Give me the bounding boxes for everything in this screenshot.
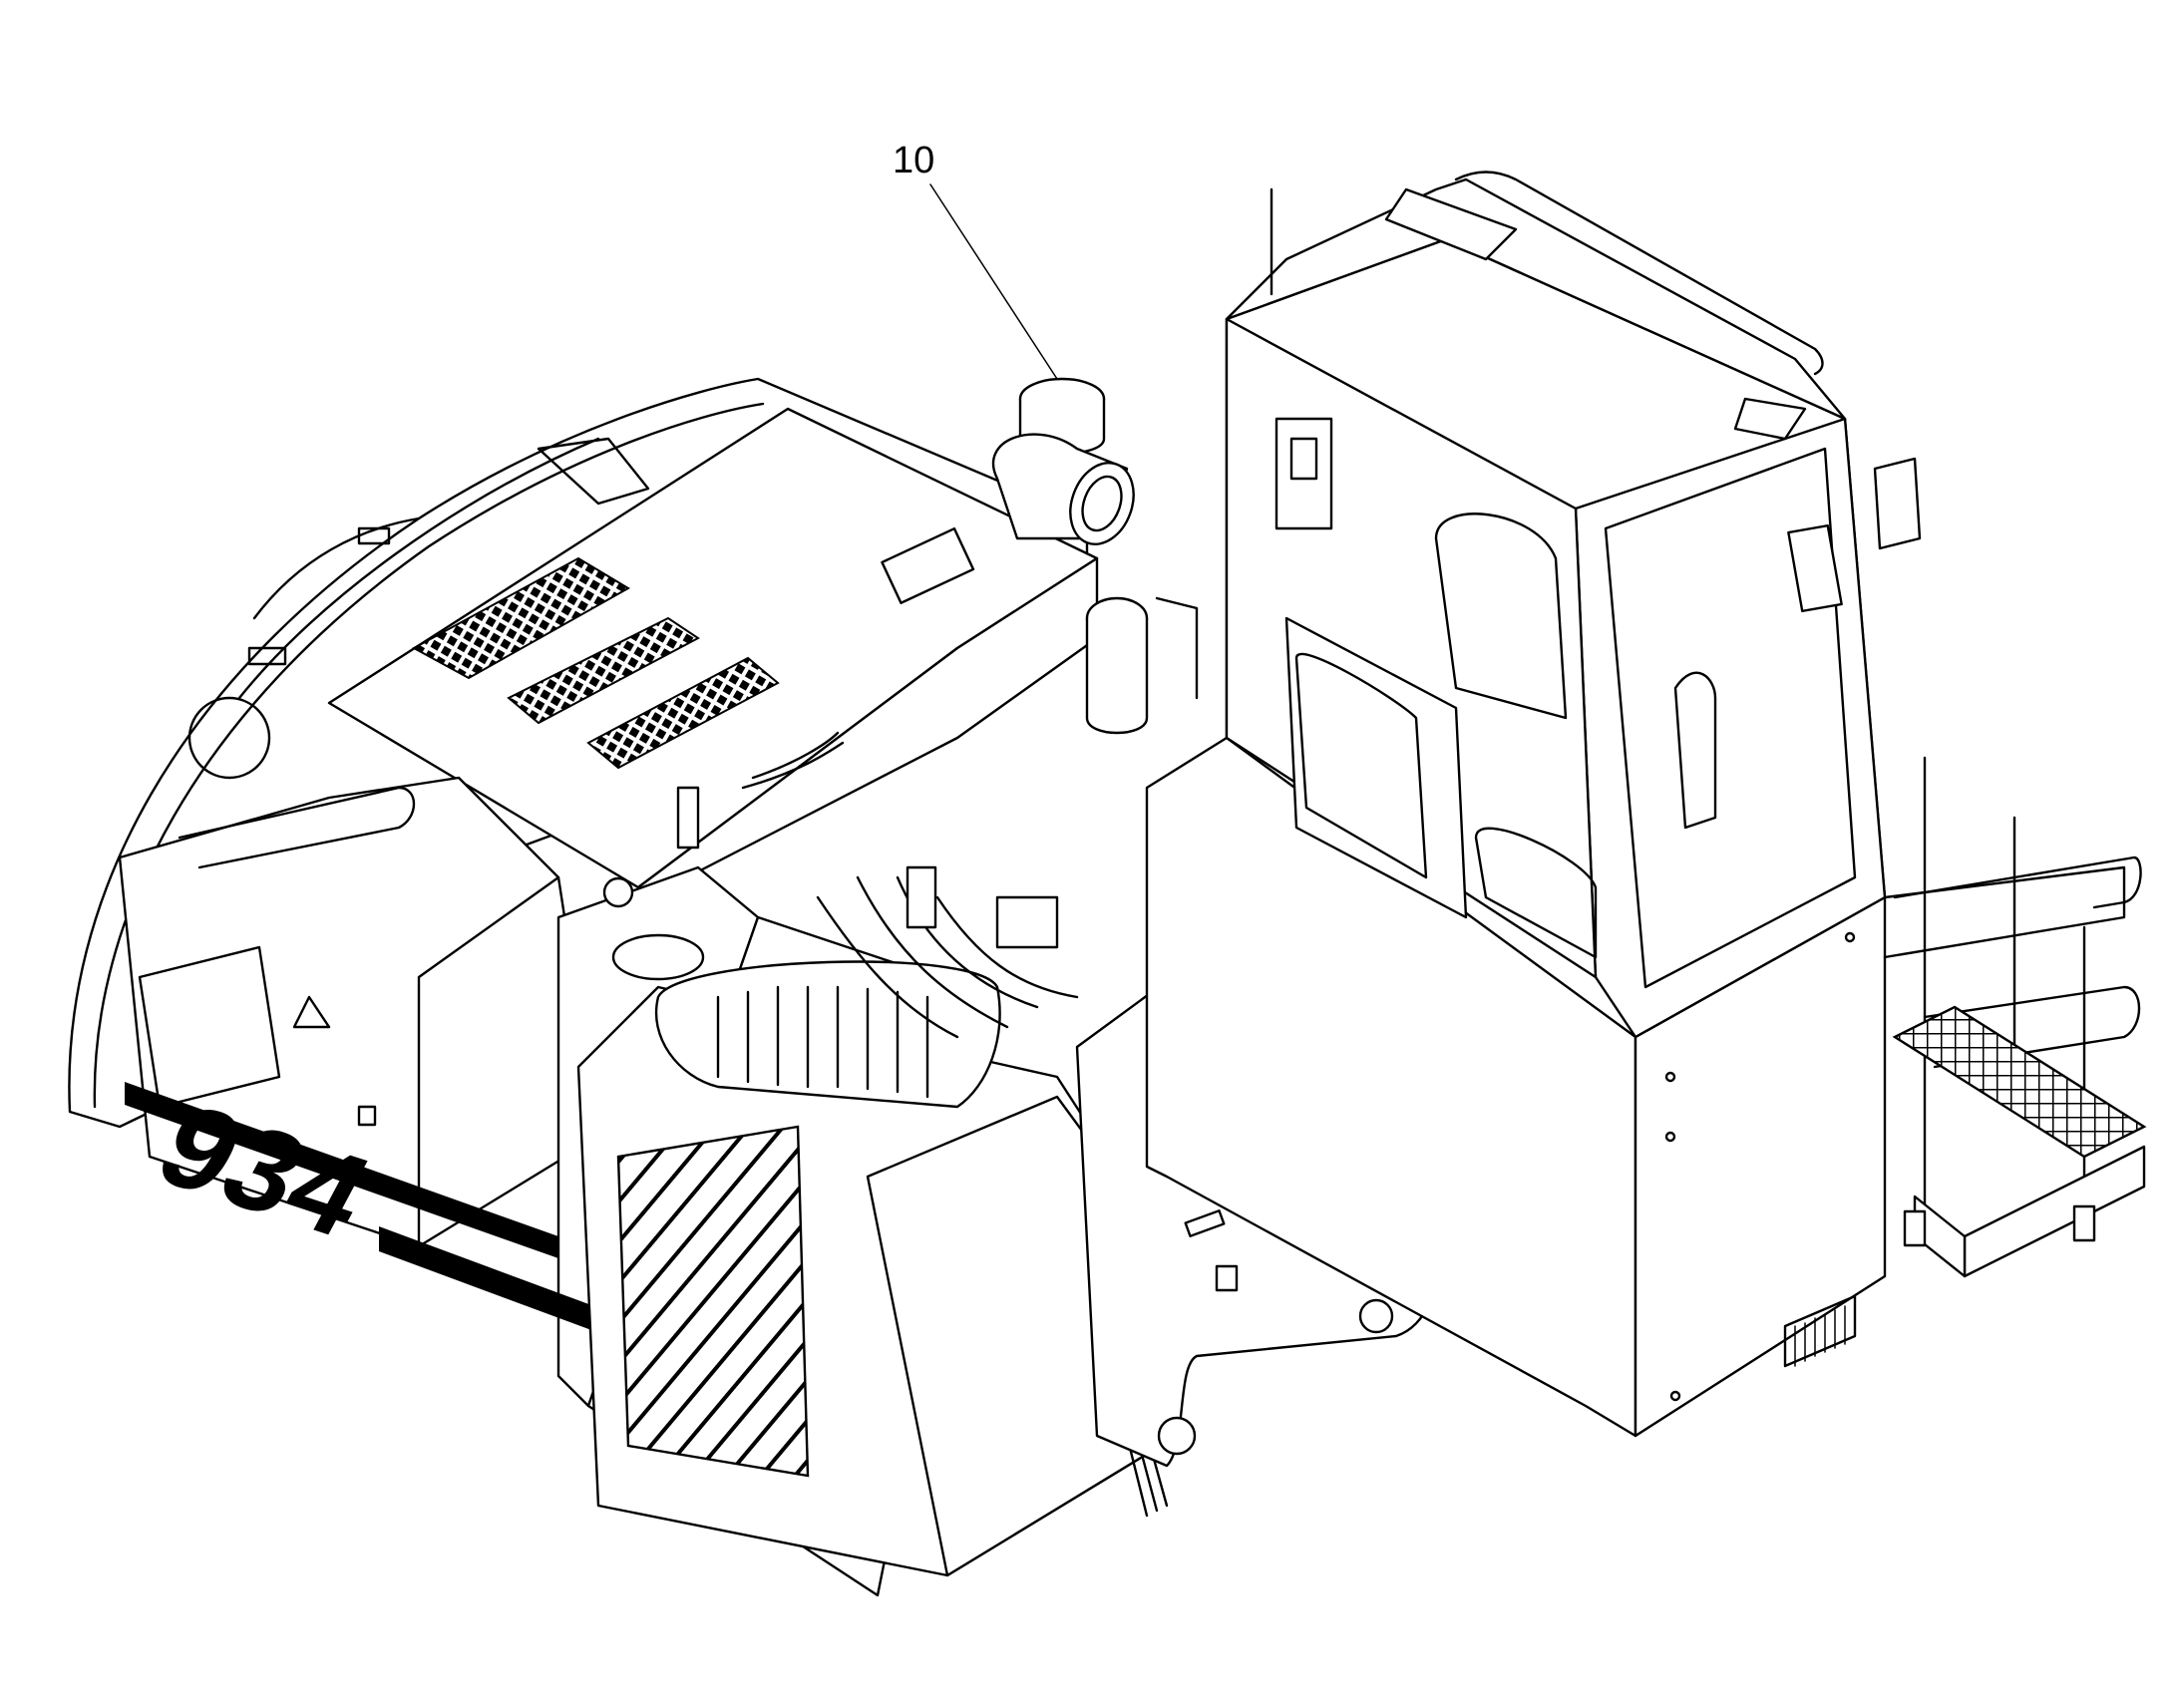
engine-compartment-hoses [816, 596, 1199, 1039]
callout-leader-line [929, 183, 1058, 380]
callout-10: 10 [893, 140, 1058, 380]
air-cleaner [991, 377, 1135, 545]
callout-label: 10 [893, 140, 934, 181]
hydraulic-tank-cover [576, 876, 1179, 1577]
engine-hood [327, 407, 1099, 899]
walkway-handrail [1883, 756, 2147, 1278]
operator-cab [1225, 171, 1922, 1039]
